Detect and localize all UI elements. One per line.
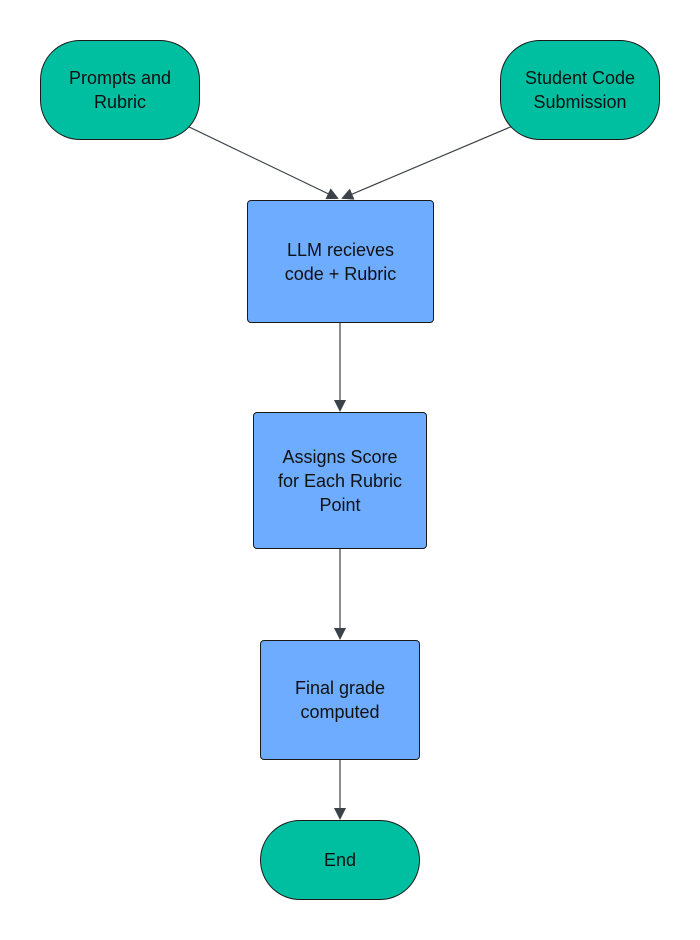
node-student-code-submission: Student Code Submission	[500, 40, 660, 140]
node-llm-receives-code-label: LLM recieves code + Rubric	[284, 239, 397, 284]
node-end: End	[260, 820, 420, 900]
node-final-grade: Final grade computed	[260, 640, 420, 760]
node-student-code-submission-label: Student Code Submission	[524, 68, 636, 112]
node-prompts-and-rubric: Prompts and Rubric	[40, 40, 200, 140]
edge-submission-to-llm	[341, 124, 516, 200]
edge-prompts-to-llm	[184, 124, 339, 200]
node-assigns-score: Assigns Score for Each Rubric Point	[253, 412, 427, 549]
node-final-grade-label: Final grade computed	[294, 678, 386, 722]
node-end-label: End	[323, 850, 357, 870]
node-prompts-and-rubric-label: Prompts and Rubric	[68, 68, 172, 112]
node-llm-receives-code: LLM recieves code + Rubric	[247, 200, 434, 323]
node-assigns-score-label: Assigns Score for Each Rubric Point	[277, 446, 403, 515]
